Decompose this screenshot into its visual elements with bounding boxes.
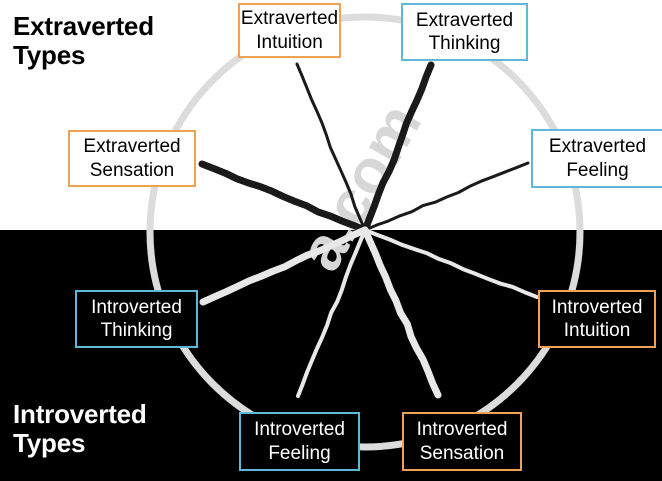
label-line-2: Intuition (256, 31, 323, 53)
label-line-2: Thinking (100, 320, 173, 341)
label-line-1: Introverted (551, 296, 643, 318)
label-line-2: Intuition (563, 320, 631, 341)
label-line-1: Introverted (416, 419, 508, 441)
label-line-2: Thinking (428, 33, 501, 54)
label-line-1: Extraverted (83, 136, 181, 158)
label-line-2: Sensation (89, 159, 175, 181)
label-line-1: Extraverted (415, 9, 514, 31)
label-line-2: Feeling (566, 159, 629, 181)
label-line-1: Extraverted (548, 136, 647, 158)
label-line-2: Sensation (419, 442, 505, 464)
label-line-2: Feeling (268, 442, 331, 464)
label-line-1: Introverted (91, 296, 182, 318)
label-line-1: Introverted (254, 419, 345, 441)
label-line-1: Extraverted (240, 8, 339, 30)
